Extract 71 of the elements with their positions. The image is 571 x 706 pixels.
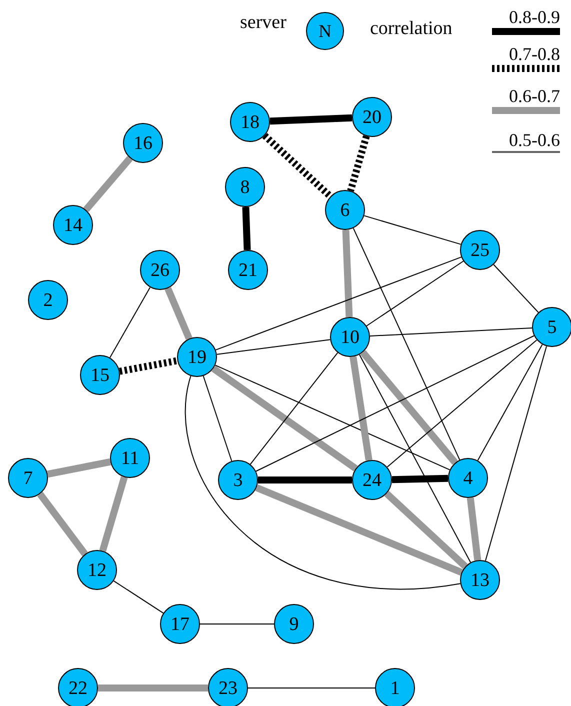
connector-line [384, 491, 468, 569]
server-node: 8 [225, 167, 265, 207]
connector-line [211, 366, 358, 472]
server-node: 24 [352, 460, 392, 500]
connector-line [242, 206, 251, 250]
connector-line [250, 352, 338, 465]
server-node: 23 [208, 668, 248, 706]
connector-line [358, 354, 472, 563]
connector-line [477, 344, 543, 462]
connector-line [113, 580, 164, 614]
connector-line [342, 230, 353, 318]
connector-line [255, 335, 535, 472]
legend-label: 0.5-0.6 [509, 131, 560, 149]
server-node: 11 [110, 438, 150, 478]
server-node: 2 [28, 280, 68, 320]
legend-heading: correlation [370, 19, 452, 38]
server-node: 19 [177, 337, 217, 377]
connector-line [98, 684, 208, 692]
server-node: 6 [325, 190, 365, 230]
server-node: 26 [140, 250, 180, 290]
server-node: 17 [160, 604, 200, 644]
connector-line [37, 492, 88, 556]
connector-line [270, 114, 352, 125]
server-node: 5 [532, 307, 571, 347]
connector-line [350, 356, 372, 461]
connector-line [216, 339, 331, 355]
server-node: 13 [460, 560, 500, 600]
server-node: 25 [460, 230, 500, 270]
connector-line [352, 228, 460, 460]
connector-line [215, 256, 462, 350]
connector-line [214, 364, 450, 470]
connector-line [83, 156, 133, 212]
connector-line [369, 328, 533, 336]
legend-server-symbol: N [306, 12, 344, 50]
server-node: 14 [53, 205, 93, 245]
server-node: 1 [375, 668, 415, 706]
connector-line [99, 476, 128, 552]
server-node: 15 [80, 355, 120, 395]
connector-line [347, 135, 370, 192]
server-node: 18 [230, 102, 270, 142]
legend-label: server [240, 13, 286, 32]
server-node: 12 [77, 550, 117, 590]
server-node: 4 [448, 458, 488, 498]
connector-line [360, 350, 458, 465]
legend-label: 0.8-0.9 [509, 8, 560, 26]
connector-line [466, 497, 482, 561]
server-node: 16 [123, 123, 163, 163]
legend-label: 0.6-0.7 [509, 87, 560, 105]
server-node: 9 [274, 604, 314, 644]
connector-line [366, 260, 464, 326]
connector-line [364, 215, 462, 245]
curved-connector [185, 376, 461, 590]
legend-label: 0.7-0.8 [509, 45, 560, 63]
connector-line [262, 133, 333, 199]
connector-line [484, 346, 548, 562]
server-node: 10 [330, 317, 370, 357]
connector-line [119, 357, 178, 375]
server-node: 20 [352, 97, 392, 137]
connector-line [392, 474, 448, 484]
server-node: 22 [58, 668, 98, 706]
connector-line [386, 339, 538, 468]
connector-line [164, 287, 192, 340]
connector-line [46, 458, 112, 478]
connector-line [258, 476, 352, 484]
server-node: 21 [228, 250, 268, 290]
server-node: 7 [8, 458, 48, 498]
connector-line [109, 286, 151, 358]
server-node: 3 [218, 460, 258, 500]
connector-line [255, 484, 463, 576]
connector-line [493, 264, 539, 313]
connector-line [202, 375, 232, 462]
